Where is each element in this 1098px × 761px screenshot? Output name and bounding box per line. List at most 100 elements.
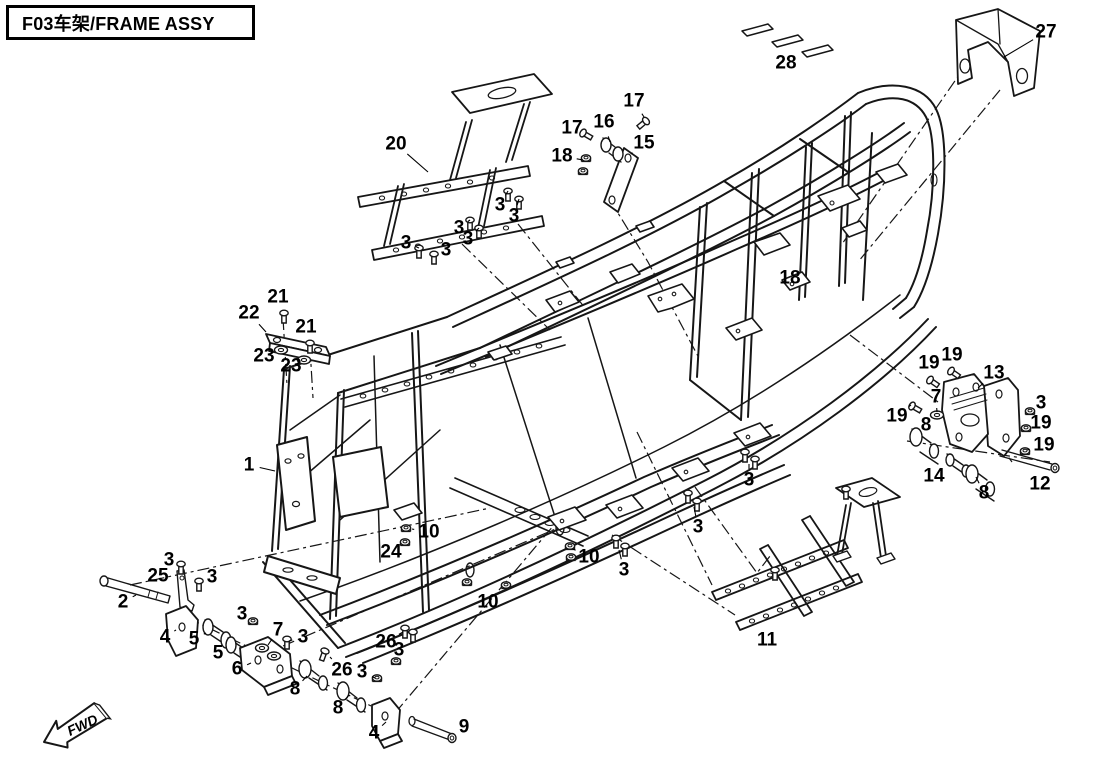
fwd-label: FWD: [65, 711, 101, 739]
callout-3-43: 3: [237, 604, 248, 625]
callout-leader-22: [258, 323, 267, 333]
callout-10-36: 10: [578, 547, 599, 568]
callout-leader-5: [203, 632, 207, 635]
callout-3-37: 3: [164, 550, 175, 571]
callout-2-41: 2: [118, 592, 129, 613]
callout-5-48: 5: [189, 629, 200, 650]
callout-3-8: 3: [495, 195, 506, 216]
callout-leader-3: [618, 549, 622, 560]
callout-16-4: 16: [593, 112, 614, 133]
page-title: F03车架/FRAME ASSY: [22, 13, 215, 34]
callout-leader-3: [516, 198, 520, 206]
callout-leader-2: [132, 594, 137, 598]
callout-leader-8: [302, 675, 308, 682]
fwd-arrow: FWD: [43, 702, 113, 749]
callout-21-14: 21: [267, 287, 289, 308]
callout-26-49: 26: [375, 632, 396, 653]
callout-8-56: 8: [290, 679, 301, 700]
callout-3-9: 3: [509, 206, 520, 227]
callout-7-23: 7: [931, 387, 942, 408]
callout-17-3: 17: [623, 91, 644, 112]
callout-12-32: 12: [1029, 474, 1050, 495]
callout-26-54: 26: [331, 660, 352, 681]
callout-8-33: 8: [979, 483, 990, 504]
callout-leader-4: [381, 721, 387, 727]
callout-8-27: 8: [921, 415, 932, 436]
callout-3-55: 3: [357, 662, 368, 683]
callout-leader-4: [174, 629, 177, 632]
callout-10-42: 10: [477, 592, 498, 613]
callout-19-20: 19: [941, 345, 962, 366]
part-28-strips: [741, 23, 834, 58]
callout-18-7: 18: [551, 146, 572, 167]
callout-8-57: 8: [333, 698, 344, 719]
callout-leader-26: [329, 656, 333, 660]
callout-leader-18: [576, 158, 584, 161]
part-11-rear-rack: [711, 477, 901, 631]
callout-3-38: 3: [619, 560, 630, 581]
callout-leader-3: [288, 639, 293, 642]
callout-leader-8: [975, 476, 980, 484]
callout-leader-1: [259, 466, 276, 472]
callout-9-58: 9: [459, 717, 470, 738]
callout-leader-15: [630, 152, 633, 155]
callout-leader-16: [607, 136, 611, 143]
callout-leader-3: [416, 246, 420, 249]
callout-14-30: 14: [923, 466, 945, 487]
callout-3-51: 3: [394, 640, 405, 661]
callout-3-44: 3: [693, 517, 704, 538]
callout-18-19: 18: [779, 268, 800, 289]
callout-17-5: 17: [561, 118, 582, 139]
callout-3-13: 3: [441, 240, 452, 261]
callout-leader-17: [641, 113, 645, 118]
callout-5-52: 5: [213, 643, 224, 664]
callout-21-16: 21: [295, 317, 317, 338]
callout-leader-8: [344, 694, 350, 700]
callout-3-11: 3: [463, 229, 474, 250]
callout-6-53: 6: [232, 659, 243, 680]
callout-3-24: 3: [1036, 393, 1047, 414]
right-engine-mount-group: [909, 373, 1060, 502]
callout-4-47: 4: [160, 627, 171, 648]
callout-1-29: 1: [244, 455, 255, 476]
frame-artwork: [262, 84, 946, 664]
part-27-bracket: [955, 8, 1041, 97]
callout-leader-6: [246, 662, 252, 666]
part-20-front-rack: [357, 73, 553, 261]
callout-leader-13: [977, 382, 984, 389]
callout-19-25: 19: [886, 406, 907, 427]
callout-23-17: 23: [253, 346, 274, 367]
callout-24-35: 24: [380, 542, 402, 563]
callout-leader-27: [1003, 39, 1034, 58]
callout-leader-3: [371, 676, 376, 679]
callout-leader-3: [475, 227, 480, 232]
callout-3-40: 3: [207, 567, 218, 588]
callout-15-6: 15: [633, 133, 655, 154]
callout-leader-19: [1026, 448, 1030, 451]
callout-20-2: 20: [385, 134, 406, 155]
callout-leader-7: [267, 638, 273, 646]
callout-3-46: 3: [298, 627, 309, 648]
callout-22-15: 22: [238, 303, 259, 324]
callout-4-59: 4: [369, 723, 380, 744]
callout-leader-26: [398, 631, 404, 635]
callout-11-50: 11: [757, 630, 778, 651]
callout-25-39: 25: [147, 566, 169, 587]
callout-3-12: 3: [401, 233, 412, 254]
callout-3-10: 3: [454, 218, 465, 239]
callout-leader-3: [467, 219, 471, 222]
callout-leader-3: [693, 506, 697, 517]
title-box: F03车架/FRAME ASSY: [6, 5, 255, 40]
callout-leader-3: [505, 190, 509, 196]
callout-leader-10: [572, 548, 576, 551]
callout-19-28: 19: [1033, 435, 1054, 456]
center-engine-mount-group: [298, 659, 457, 749]
callout-28-1: 28: [775, 53, 796, 74]
callout-23-18: 23: [280, 356, 301, 377]
callout-13-22: 13: [983, 363, 1004, 384]
callout-27-0: 27: [1035, 22, 1056, 43]
callout-7-45: 7: [273, 620, 284, 641]
left-engine-mount-group: [99, 569, 297, 696]
